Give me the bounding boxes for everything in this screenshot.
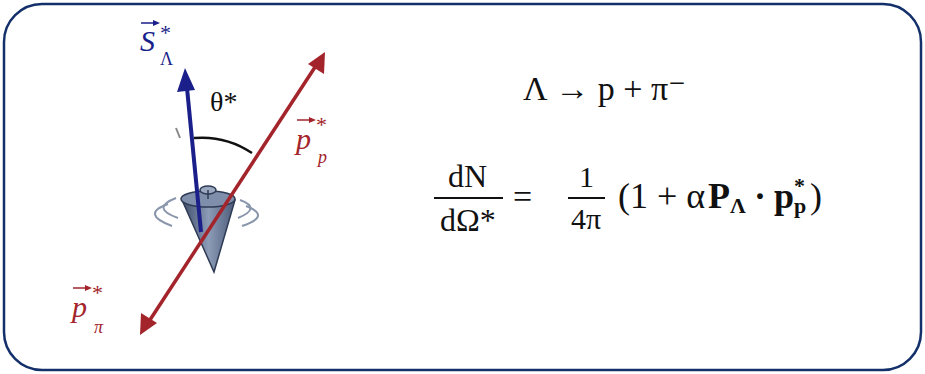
formula-text: P <box>708 178 730 214</box>
formula-text: = <box>513 180 532 214</box>
formula-text: · <box>754 178 766 214</box>
formula-text: dΩ* <box>440 204 496 236</box>
formula-text: ) <box>810 178 822 214</box>
angle-label: θ* <box>210 88 237 116</box>
formula-text: p <box>794 195 806 217</box>
vector-arrows <box>73 20 316 291</box>
frame <box>4 4 921 370</box>
formula-text: * <box>794 175 805 197</box>
proton-label: * <box>316 114 327 136</box>
momentum-axis <box>140 52 325 335</box>
formula-text: p <box>774 178 794 214</box>
pion-label: * <box>92 282 103 304</box>
proton-label: p <box>318 148 327 166</box>
pion-label: p <box>72 292 87 322</box>
proton-label: p <box>296 124 311 154</box>
spin-label: * <box>160 22 171 44</box>
formula-text: (1 + α <box>618 178 705 214</box>
decay-equation: Λ → p + π⁻ <box>523 72 686 106</box>
pion-label: π <box>94 318 103 336</box>
angle-arc <box>194 138 252 153</box>
formula-text: 1 <box>579 162 594 192</box>
formula-text: Λ <box>730 195 746 217</box>
formula-text: 4π <box>571 204 601 234</box>
spin-label: Λ <box>160 50 173 68</box>
spin-label: S <box>140 26 155 56</box>
tick-mark <box>176 128 180 138</box>
spin-arrow <box>177 68 201 232</box>
formula-text: dN <box>448 160 487 192</box>
